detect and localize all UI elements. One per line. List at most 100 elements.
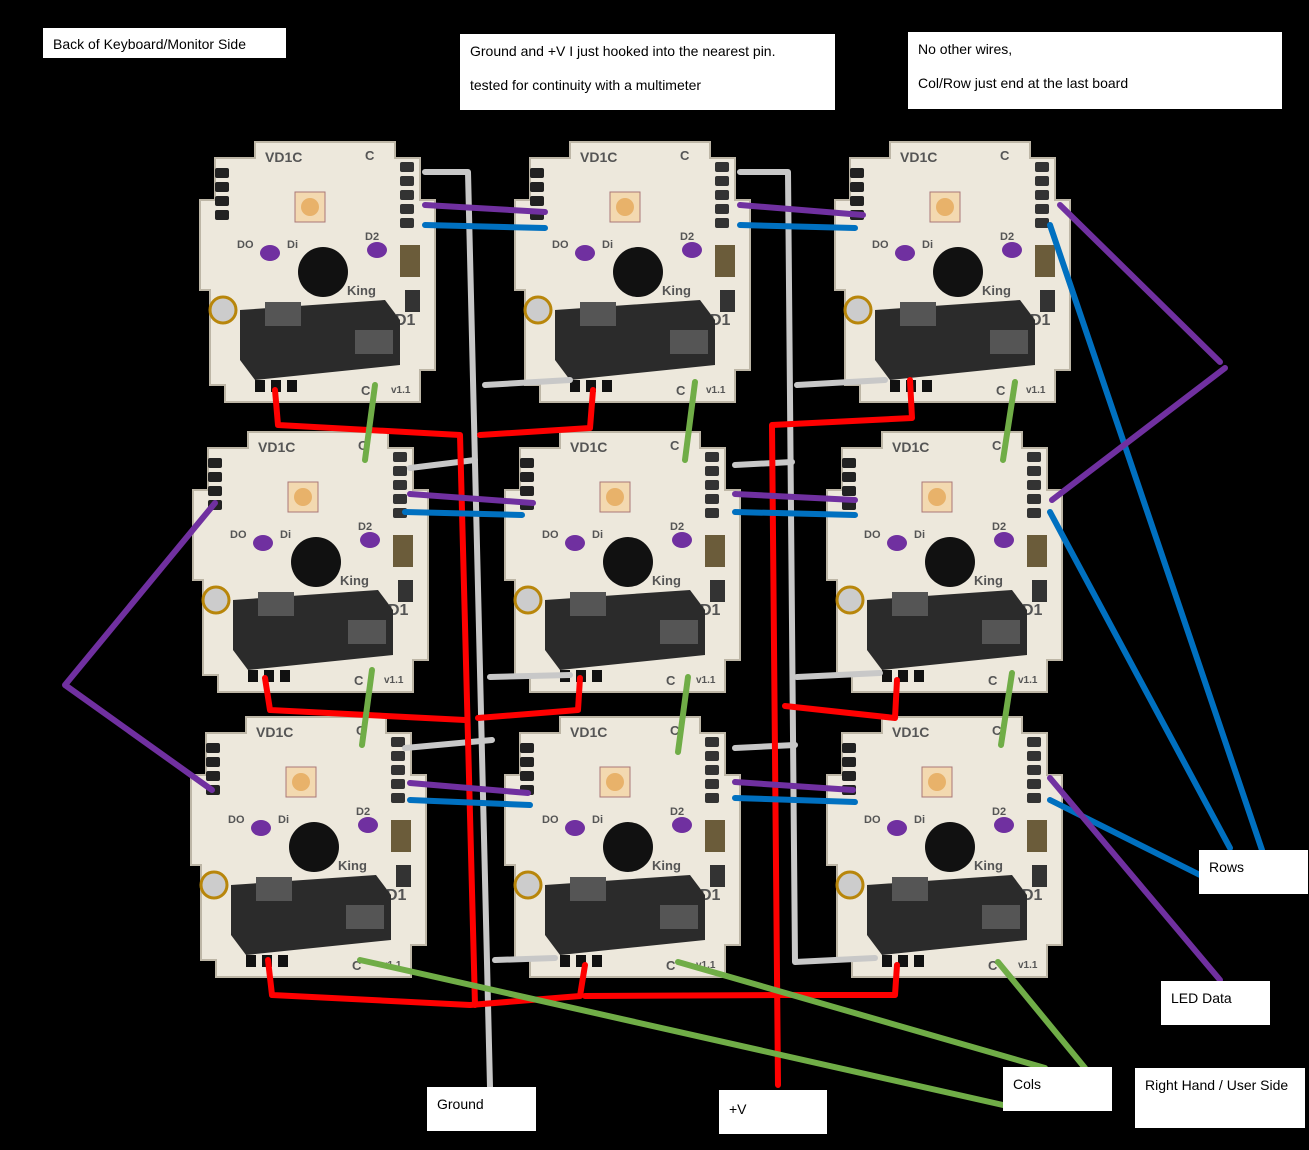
wires	[62, 169, 1265, 1108]
board-version-text: v1.1	[706, 385, 726, 396]
pin-hole	[530, 168, 544, 178]
led-data-dot	[887, 535, 907, 551]
board-do-text: DO	[230, 529, 247, 541]
back-side-text: Back of Keyboard/Monitor Side	[53, 36, 246, 52]
pin-hole	[393, 466, 407, 476]
pin-hole	[391, 793, 405, 803]
diode-pad	[710, 580, 725, 602]
board-d2-text: D2	[358, 521, 372, 533]
pin-hole	[287, 380, 297, 392]
row-wire	[737, 222, 858, 231]
led-lens	[928, 488, 946, 506]
board-d2-text: D2	[680, 231, 694, 243]
ground-wire	[732, 742, 798, 751]
pin-hole	[715, 162, 729, 172]
board-do-text: DO	[237, 239, 254, 251]
pin-hole	[705, 452, 719, 462]
pin-hole	[842, 743, 856, 753]
led-data-dot	[360, 532, 380, 548]
pin-hole	[1027, 765, 1041, 775]
pin-hole	[400, 218, 414, 228]
row-wire	[732, 795, 858, 805]
pin-hole	[206, 771, 220, 781]
pin-hole	[715, 204, 729, 214]
socket-contact	[348, 620, 386, 644]
socket-contact	[265, 302, 301, 326]
pin-hole	[705, 480, 719, 490]
board-king-text: King	[652, 573, 681, 588]
col-wire	[675, 959, 1048, 1071]
diode-pad	[705, 820, 725, 852]
diode-pad	[715, 245, 735, 277]
board-version-text: v1.1	[1018, 960, 1038, 971]
led-data-dot	[565, 535, 585, 551]
capacitor	[603, 822, 653, 872]
plus-v-label: +V	[719, 1090, 827, 1134]
board-d2-text: D2	[670, 521, 684, 533]
socket-contact	[892, 877, 928, 901]
pin-hole	[705, 494, 719, 504]
board-d1-text: D1	[388, 602, 409, 619]
board-version-text: v1.1	[696, 960, 716, 971]
led-data-dot	[672, 532, 692, 548]
pin-hole	[530, 196, 544, 206]
col-wire	[995, 959, 1088, 1071]
ground-wire	[482, 377, 573, 388]
board-top-text: VD1C	[580, 149, 617, 165]
col-wire	[357, 957, 1006, 1108]
socket-contact	[580, 302, 616, 326]
led-data-label: LED Data	[1161, 981, 1270, 1025]
board-col-bottom-text: C	[354, 673, 364, 688]
pin-hole	[278, 955, 288, 967]
right-hand-label: Right Hand / User Side	[1135, 1068, 1305, 1128]
ground-wire	[422, 169, 493, 1090]
diode-pad	[720, 290, 735, 312]
vplus-wire	[582, 992, 783, 999]
vplus-wire	[769, 377, 915, 1088]
led-data-dot	[672, 817, 692, 833]
pin-hole	[850, 182, 864, 192]
diode-pad	[710, 865, 725, 887]
socket-pad	[199, 870, 229, 900]
pin-hole	[520, 458, 534, 468]
ground-note: Ground and +V I just hooked into the nea…	[460, 34, 835, 110]
led-data-wire	[737, 202, 866, 218]
vplus-wire	[265, 957, 588, 1008]
board-do-text: DO	[542, 529, 559, 541]
pin-hole	[592, 955, 602, 967]
pin-hole	[705, 508, 719, 518]
socket-pad	[835, 585, 865, 615]
diode-pad	[393, 535, 413, 567]
board-col-bottom-text: C	[361, 383, 371, 398]
board-col-text: C	[992, 723, 1002, 738]
pin-hole	[393, 494, 407, 504]
pin-hole	[391, 737, 405, 747]
row-wire	[407, 797, 533, 808]
board-di-text: Di	[914, 529, 925, 541]
led-data-wire	[1047, 775, 1223, 983]
col-wire	[682, 379, 698, 463]
cols-label: Cols	[1003, 1067, 1112, 1111]
led-data-dot	[251, 820, 271, 836]
pin-hole	[393, 480, 407, 490]
board-version-text: v1.1	[696, 675, 716, 686]
board-version-text: v1.1	[1026, 385, 1046, 396]
vplus-wire	[477, 387, 596, 438]
pin-hole	[1035, 162, 1049, 172]
board-do-text: DO	[872, 239, 889, 251]
board-col-text: C	[358, 438, 368, 453]
board-d1-text: D1	[1030, 312, 1051, 329]
socket-contact	[660, 620, 698, 644]
board-top-text: VD1C	[265, 149, 302, 165]
socket-pad	[208, 295, 238, 325]
pin-hole	[264, 670, 274, 682]
pin-hole	[208, 486, 222, 496]
board-top-text: VD1C	[570, 439, 607, 455]
pin-hole	[586, 380, 596, 392]
led-data-wire	[407, 491, 536, 506]
